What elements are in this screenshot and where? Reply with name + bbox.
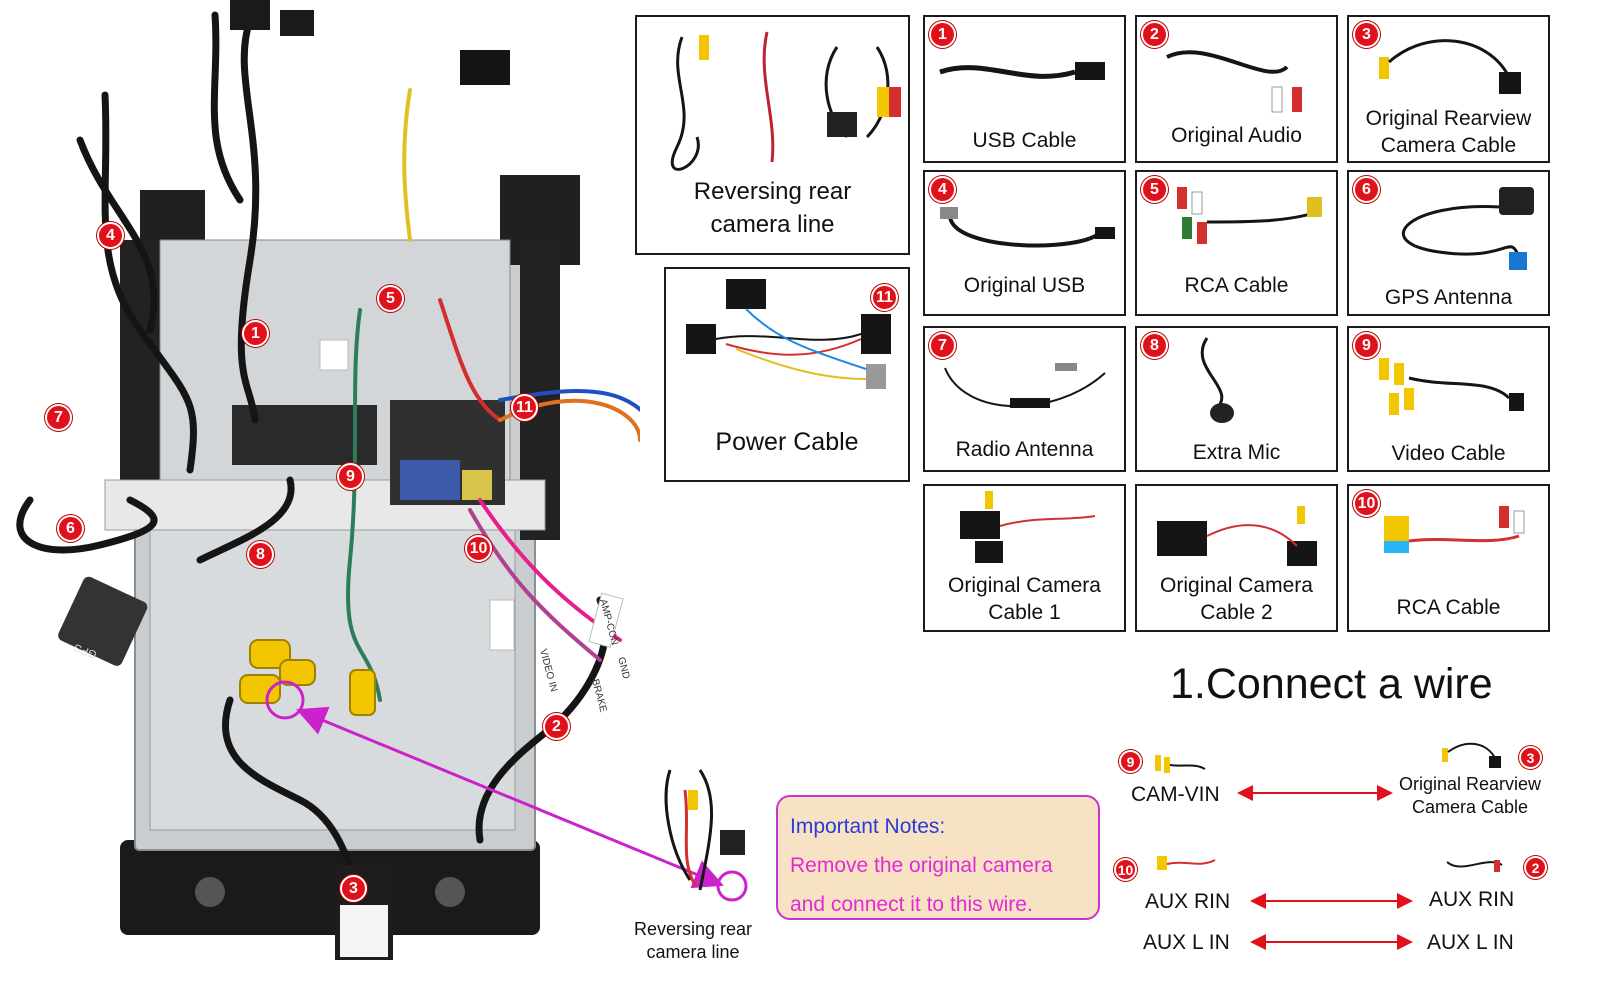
part-badge: 5 <box>1141 176 1168 203</box>
bottom-camera <box>640 760 750 900</box>
part-reversing-camera-line: Reversing rear camera line <box>635 15 910 255</box>
reversing-camera-line-image <box>670 31 901 171</box>
notes-line-1: Remove the original camera <box>790 854 1053 877</box>
unit-badge-11: 11 <box>511 394 538 421</box>
part-label: Original Audio <box>1171 124 1302 147</box>
part-original-camera-cable-1: Original Camera Cable 1 <box>923 484 1126 632</box>
conn-left-label-aux-rin: AUX RIN <box>1145 890 1231 913</box>
part-badge: 10 <box>1353 490 1380 517</box>
part-label: GPS Antenna <box>1384 286 1513 309</box>
unit-badge-5: 5 <box>377 285 404 312</box>
part-label: Extra Mic <box>1192 441 1281 464</box>
video-cable-thumbnail <box>1155 755 1206 773</box>
unit-badge-10: 10 <box>465 535 492 562</box>
part-gps-antenna: 6 GPS Antenna <box>1347 170 1550 316</box>
conn-left-badge-10: 10 <box>1114 858 1137 881</box>
part-original-rearview-camera-cable: 3 Original Rearview Camera Cable <box>1347 15 1550 163</box>
conn-left-label-aux-lin: AUX L IN <box>1143 931 1230 954</box>
power-cable-image <box>686 279 891 389</box>
part-video-cable: 9 Video Cable <box>1347 326 1550 472</box>
conn-left-badge-9: 9 <box>1119 750 1142 773</box>
part-original-usb: 4 Original USB <box>923 170 1126 316</box>
conn-left-label-cam-vin: CAM-VIN <box>1131 783 1220 806</box>
part-label: Power Cable <box>715 428 859 456</box>
notes-line-2: and connect it to this wire. <box>790 893 1033 916</box>
part-badge: 4 <box>929 176 956 203</box>
part-usb-cable: 1 USB Cable <box>923 15 1126 163</box>
part-badge: 7 <box>929 332 956 359</box>
unit-badge-2: 2 <box>543 713 570 740</box>
part-rca-cable-10: 10 RCA Cable <box>1347 484 1550 632</box>
part-label: Original USB <box>963 274 1086 297</box>
part-original-camera-cable-2: Original Camera Cable 2 <box>1135 484 1338 632</box>
bottom-camera-label: Reversing rear camera line <box>633 919 753 962</box>
unit-badge-4: 4 <box>97 222 124 249</box>
part-label: Reversing rear camera line <box>693 178 852 238</box>
part-label: RCA Cable <box>1184 274 1289 297</box>
rearview-cable-thumbnail <box>1442 742 1501 768</box>
part-badge: 11 <box>871 284 898 311</box>
part-badge: 2 <box>1141 21 1168 48</box>
part-label: Video Cable <box>1391 442 1506 465</box>
part-label: Original Camera Cable 2 <box>1160 574 1313 624</box>
part-label: RCA Cable <box>1396 596 1501 619</box>
unit-badge-1: 1 <box>242 320 269 347</box>
part-power-cable: 11 Power Cable <box>664 267 910 482</box>
conn-right-label-aux-rin: AUX RIN <box>1429 888 1515 911</box>
part-extra-mic: 8 Extra Mic <box>1135 326 1338 472</box>
part-label: USB Cable <box>972 129 1077 152</box>
notes-title: Important Notes: <box>790 815 946 838</box>
section-title: 1.Connect a wire <box>1170 660 1493 708</box>
head-unit-drawing: GPS VIDEO IN AMP-CON BRAKE GND <box>16 0 652 960</box>
part-original-audio: 2 Original Audio <box>1135 15 1338 163</box>
part-radio-antenna: 7 Radio Antenna <box>923 326 1126 472</box>
rca-cable-thumbnail <box>1157 856 1216 870</box>
part-rca-cable-5: 5 RCA Cable <box>1135 170 1338 316</box>
head-unit-illustration: GPS VIDEO IN AMP-CON BRAKE GND 1 2 3 4 5… <box>0 0 652 990</box>
part-badge: 3 <box>1353 21 1380 48</box>
important-notes: Important Notes: Remove the original cam… <box>776 795 1100 920</box>
unit-badge-3: 3 <box>340 875 367 902</box>
gnd-sticker: GND <box>615 656 631 680</box>
brake-sticker: BRAKE <box>589 678 608 714</box>
part-label: Original Camera Cable 1 <box>948 574 1101 624</box>
conn-right-badge-2: 2 <box>1524 856 1547 879</box>
bottom-camera-drawing <box>664 769 745 891</box>
part-label: Radio Antenna <box>955 438 1094 461</box>
unit-badge-9: 9 <box>337 463 364 490</box>
unit-badge-7: 7 <box>45 404 72 431</box>
conn-right-label-rearview: Original Rearview Camera Cable <box>1398 774 1542 817</box>
audio-cable-thumbnail <box>1446 860 1503 872</box>
conn-right-label-aux-lin: AUX L IN <box>1427 931 1514 954</box>
part-label: Original Rearview Camera Cable <box>1365 107 1532 157</box>
video-in-sticker: VIDEO IN <box>537 648 559 693</box>
conn-right-badge-3: 3 <box>1519 746 1542 769</box>
part-badge: 9 <box>1353 332 1380 359</box>
part-badge: 6 <box>1353 176 1380 203</box>
unit-badge-6: 6 <box>57 515 84 542</box>
unit-badge-8: 8 <box>247 541 274 568</box>
part-badge: 1 <box>929 21 956 48</box>
part-badge: 8 <box>1141 332 1168 359</box>
